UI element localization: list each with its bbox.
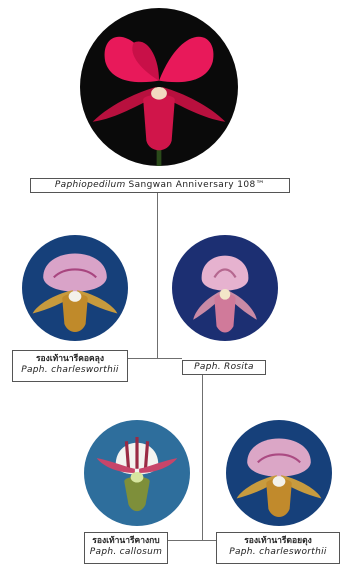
parent-right-orchid-photo [172,235,278,341]
root-genus: Paphiopedilum [55,180,126,190]
grandparent-right-thai-name: รองเท้านารีดอยตุง [217,536,339,547]
root-hybrid-label: Paphiopedilum Sangwan Anniversary 108™ [30,178,290,193]
grandparent-right-label: รองเท้านารีดอยตุง Paph. charlesworthii [216,532,340,564]
parent-left-label: รองเท้านารีฅอฅลุง Paph. charlesworthii [12,350,128,382]
parent-left-scientific-name: Paph. charlesworthii [13,365,127,376]
grandparent-right-scientific-name: Paph. charlesworthii [217,547,339,558]
parent-right-scientific-name: Paph. Rosita [194,362,254,372]
root-epithet: Sangwan Anniversary 108™ [128,180,265,190]
grandparent-left-scientific-name: Paph. callosum [85,547,167,558]
connector-rosita-down [202,373,203,540]
parent-right-label: Paph. Rosita [182,360,266,375]
grandparent-left-thai-name: รองเท้านารีคางกบ [85,536,167,547]
parent-left-orchid-photo [22,235,128,341]
grandparent-left-orchid-photo [84,420,190,526]
grandparent-right-orchid-photo [226,420,332,526]
connector-parents-horizontal [128,358,182,359]
root-orchid-photo [80,8,238,166]
connector-root-down [157,192,158,359]
parent-left-thai-name: รองเท้านารีฅอฅลุง [13,354,127,365]
connector-grandparents-horizontal [168,540,216,541]
grandparent-left-label: รองเท้านารีคางกบ Paph. callosum [84,532,168,564]
